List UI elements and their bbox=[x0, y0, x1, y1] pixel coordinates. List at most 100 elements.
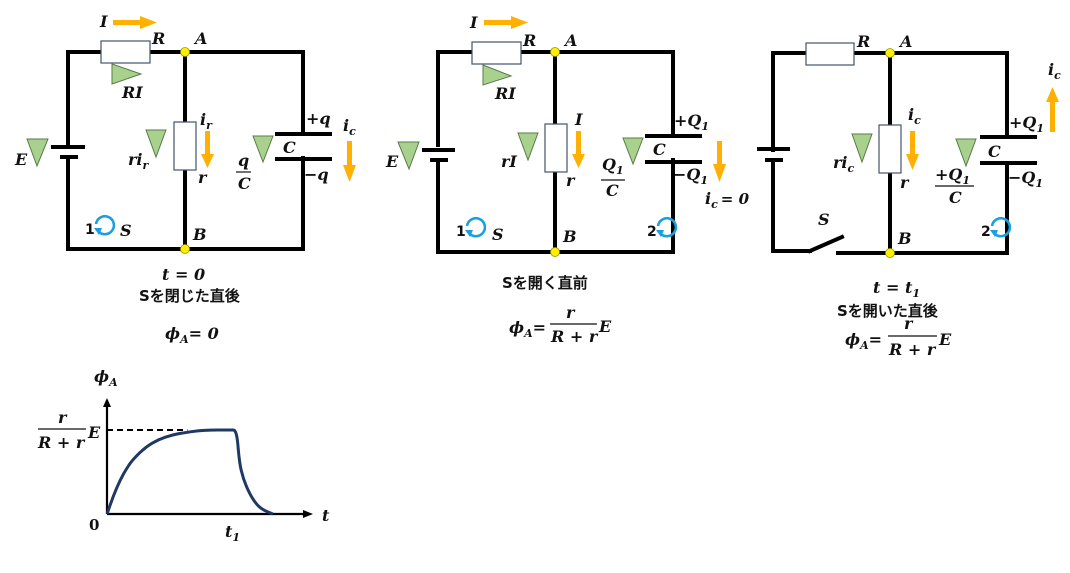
loop-2-icon: 2 bbox=[647, 216, 678, 240]
label-ir: ir bbox=[200, 110, 213, 132]
phi-A-graph: ϕA t 0 t1 r R + r E bbox=[37, 367, 330, 544]
loop-2-label: 2 bbox=[647, 224, 657, 240]
label-Q1C-num: Q1 bbox=[602, 155, 624, 177]
caption-time: t = t1 bbox=[873, 278, 920, 300]
node-B bbox=[885, 248, 895, 258]
label-branch-ic: ic bbox=[908, 105, 921, 127]
node-B bbox=[550, 247, 560, 257]
wire-left bbox=[436, 50, 474, 147]
label-qC-num: q bbox=[238, 151, 249, 170]
node-A bbox=[550, 47, 560, 57]
label-r-drop: ric bbox=[833, 153, 855, 175]
label-C: C bbox=[283, 138, 296, 157]
label-E: E bbox=[14, 150, 28, 169]
caption-state: Sを開いた直後 bbox=[837, 302, 939, 320]
label-S: S bbox=[818, 210, 830, 229]
label-C: C bbox=[653, 140, 666, 159]
t1-tick-label: t1 bbox=[225, 522, 240, 544]
label-RI: RI bbox=[121, 83, 143, 102]
label-ic: ic bbox=[343, 116, 356, 138]
caption-time: t = 0 bbox=[162, 265, 205, 284]
resistor-r bbox=[173, 121, 197, 171]
current-I-branch-arrow-icon bbox=[572, 131, 585, 168]
circuit-panel-t0: 1 I R A RI E ir r rir +q −q C q C ic S B… bbox=[14, 12, 356, 346]
loop-1-label: 1 bbox=[456, 224, 466, 240]
current-I-arrow-icon bbox=[113, 16, 157, 29]
label-r: r bbox=[566, 171, 576, 190]
level-label-den: R + r bbox=[37, 433, 86, 452]
x-axis-label: t bbox=[322, 506, 330, 525]
switch-S-blade bbox=[807, 234, 845, 254]
resistor-R bbox=[471, 41, 522, 65]
voltage-E-icon bbox=[397, 141, 420, 171]
caption-fraction-num: r bbox=[904, 314, 914, 333]
loop-2-label: 2 bbox=[981, 224, 991, 240]
origin-label: 0 bbox=[89, 516, 99, 534]
voltage-drop-RI-icon bbox=[482, 64, 513, 86]
label-S: S bbox=[120, 221, 132, 240]
caption-state: Sを閉じた直後 bbox=[139, 287, 241, 305]
resistor-r bbox=[544, 123, 568, 173]
level-label-num: r bbox=[58, 408, 68, 427]
label-cap-minus: −q bbox=[304, 165, 329, 184]
label-r-drop: rI bbox=[501, 152, 517, 171]
x-axis-arrow-icon bbox=[303, 510, 313, 518]
label-Q1C-den: C bbox=[949, 188, 962, 207]
voltage-drop-Q1C-icon bbox=[955, 138, 977, 168]
circuit-panel-before-open: 1 2 I R A RI E I r rI +Q1 −Q1 C Q1 C ic=… bbox=[385, 13, 750, 346]
caption-phi: ϕA= bbox=[845, 330, 882, 352]
caption-fraction-den: R + r bbox=[550, 327, 599, 346]
label-RI: RI bbox=[494, 84, 516, 103]
label-cap-minus: −Q1 bbox=[1008, 168, 1043, 190]
resistor-R bbox=[805, 42, 855, 66]
label-A: A bbox=[193, 29, 207, 48]
current-ic-up-arrow-icon bbox=[1046, 87, 1059, 132]
label-I: I bbox=[469, 13, 478, 32]
voltage-E-icon bbox=[26, 138, 49, 168]
label-cap-plus: +q bbox=[306, 109, 331, 128]
caption-fraction-E: E bbox=[938, 330, 952, 349]
caption-fraction-den: R + r bbox=[888, 340, 937, 359]
current-ir-arrow-icon bbox=[201, 131, 214, 168]
loop-1-icon: 1 bbox=[456, 216, 487, 240]
node-B bbox=[180, 244, 190, 254]
label-R: R bbox=[856, 32, 870, 51]
label-cap-minus: −Q1 bbox=[673, 165, 708, 187]
loop-1-icon: 1 bbox=[85, 214, 116, 238]
label-S: S bbox=[492, 225, 504, 244]
voltage-drop-qC-icon bbox=[252, 135, 274, 164]
phi-A-curve bbox=[105, 428, 274, 516]
label-B: B bbox=[562, 227, 577, 246]
wire-left-bottom bbox=[771, 158, 812, 253]
label-C: C bbox=[988, 142, 1001, 161]
label-ic-zero: ic= 0 bbox=[705, 189, 750, 211]
caption-fraction-num: r bbox=[566, 303, 576, 322]
voltage-drop-rI-icon bbox=[517, 132, 539, 162]
label-r: r bbox=[900, 173, 910, 192]
current-I-arrow-icon bbox=[484, 16, 528, 29]
circuit-panel-t1: 2 R A ic r ric +Q1 −Q1 C +Q1 C ic S B t … bbox=[757, 32, 1061, 359]
loop-1-label: 1 bbox=[85, 222, 95, 238]
label-A: A bbox=[563, 31, 577, 50]
node-A bbox=[885, 48, 895, 58]
resistor-r bbox=[878, 124, 902, 174]
label-B: B bbox=[192, 225, 207, 244]
resistor-R bbox=[100, 40, 151, 64]
label-ic: ic bbox=[1048, 60, 1061, 82]
current-ic-arrow-icon bbox=[713, 141, 726, 182]
label-qC-den: C bbox=[238, 174, 251, 193]
label-Q1C-den: C bbox=[606, 181, 619, 200]
caption-phi: ϕA= 0 bbox=[165, 324, 219, 346]
caption-state: Sを開く直前 bbox=[502, 274, 588, 292]
node-A bbox=[180, 47, 190, 57]
label-E: E bbox=[385, 152, 399, 171]
label-Q1C-num: +Q1 bbox=[935, 165, 970, 187]
label-R: R bbox=[522, 31, 536, 50]
y-axis-arrow-icon bbox=[103, 398, 111, 407]
label-cap-plus: +Q1 bbox=[674, 111, 709, 133]
label-cap-plus: +Q1 bbox=[1009, 113, 1044, 135]
caption-phi: ϕA= bbox=[509, 318, 546, 340]
wire-left bbox=[771, 51, 808, 152]
voltage-drop-ri-icon bbox=[145, 129, 167, 159]
